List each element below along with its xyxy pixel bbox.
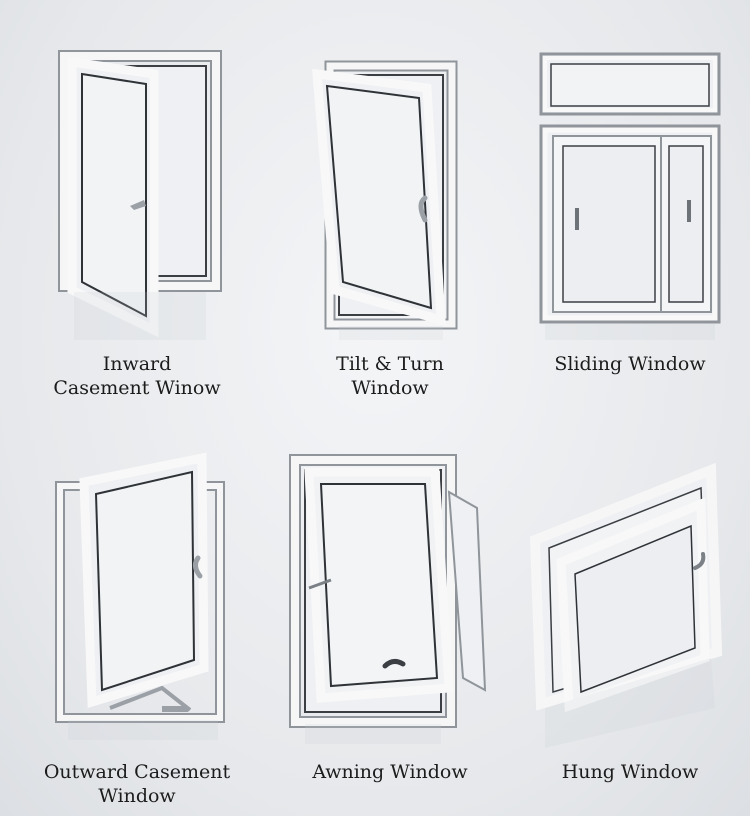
window-card-hung: Hung Window <box>505 408 750 816</box>
window-caption: Tilt & Turn Window <box>265 352 515 400</box>
hung-window-icon <box>529 462 723 748</box>
window-card-sliding: Sliding Window <box>505 0 750 408</box>
window-card-outward-casement: Outward Casement Window <box>12 408 262 816</box>
window-caption: Awning Window <box>265 760 515 784</box>
awning-window-icon <box>289 454 487 744</box>
caption-line-1: Inward <box>102 353 172 375</box>
window-caption: Outward Casement Window <box>12 760 262 808</box>
inward-casement-window-icon <box>58 50 222 340</box>
window-caption: Sliding Window <box>505 352 750 376</box>
window-caption: Hung Window <box>505 760 750 784</box>
caption-line-2: Window <box>351 377 429 399</box>
tilt-turn-window-icon <box>312 60 458 340</box>
window-card-tilt-turn: Tilt & Turn Window <box>265 0 515 408</box>
window-card-awning: Awning Window <box>265 408 515 816</box>
outward-casement-window-icon <box>55 452 225 740</box>
caption-line-2: Casement Winow <box>53 377 221 399</box>
caption-line-1: Tilt & Turn <box>336 353 444 375</box>
window-caption: Inward Casement Winow <box>12 352 262 400</box>
caption-line-2: Window <box>98 785 176 807</box>
caption-line-1: Outward Casement <box>43 761 231 783</box>
caption-line-1: Sliding Window <box>554 353 706 375</box>
window-card-inward-casement: Inward Casement Winow <box>12 0 262 408</box>
caption-line-1: Awning Window <box>312 761 468 783</box>
caption-line-1: Hung Window <box>561 761 699 783</box>
sliding-window-icon <box>539 52 721 340</box>
